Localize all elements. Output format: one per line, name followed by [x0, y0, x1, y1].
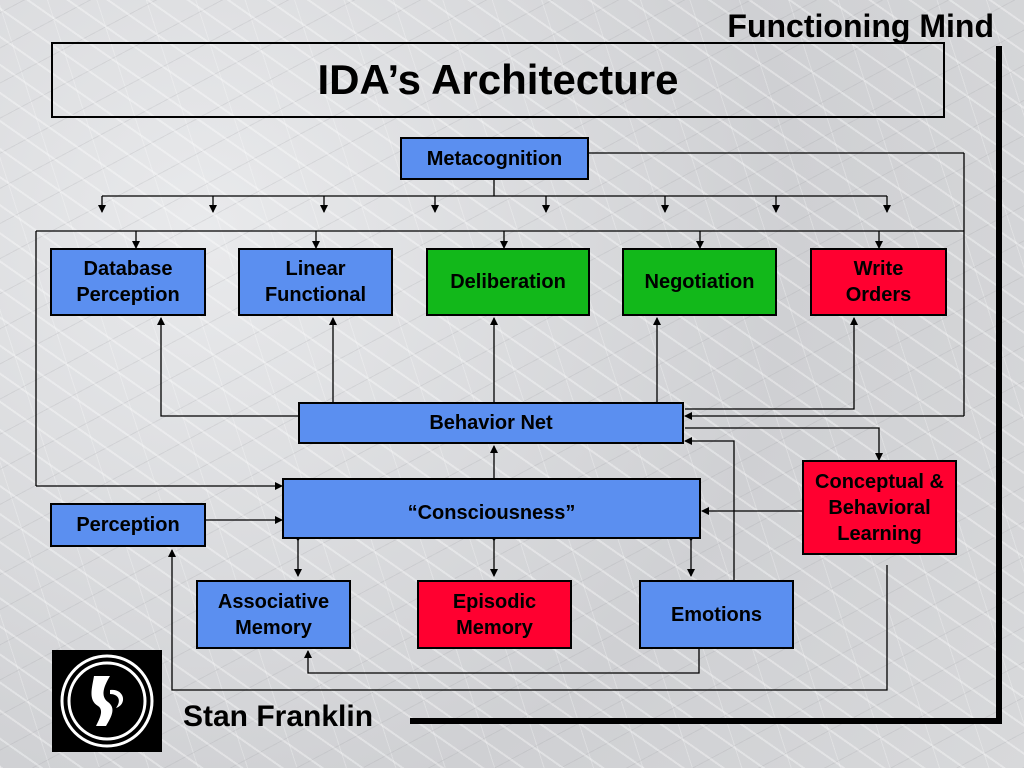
- title-box: IDA’s Architecture: [51, 42, 945, 118]
- edge-behavior-to-write-orders: [685, 317, 858, 410]
- frame-shadow-right: [996, 46, 1002, 724]
- edge-behavior-to-database: [157, 317, 300, 417]
- database-perception-label: Database Perception: [76, 258, 180, 306]
- associative-memory-label: Associative Memory: [217, 590, 330, 639]
- logo: [52, 650, 162, 752]
- write-orders-label: Write Orders: [845, 258, 912, 306]
- write-orders-node: Write Orders: [810, 248, 947, 316]
- negotiation-label: Negotiation: [644, 271, 755, 293]
- episodic-memory-node: Episodic Memory: [417, 580, 572, 649]
- behavior-net-label: Behavior Net: [429, 412, 553, 434]
- author-name: Stan Franklin: [183, 700, 374, 733]
- database-perception-node: Database Perception: [50, 248, 206, 316]
- frame-shadow-bottom: [410, 718, 1002, 724]
- consciousness-node: “Consciousness”: [282, 478, 701, 539]
- edge-emotions-to-behavior: [684, 437, 735, 580]
- emotions-label: Emotions: [670, 603, 763, 626]
- circle-logo-icon: [60, 654, 154, 748]
- perception-node: Perception: [50, 503, 206, 547]
- behavior-net-node: Behavior Net: [298, 402, 684, 444]
- linear-functional-label: Linear Functional: [264, 258, 367, 306]
- conceptual-learning-label: Conceptual & Behavioral Learning: [815, 470, 944, 545]
- episodic-memory-label: Episodic Memory: [452, 590, 537, 639]
- metacognition-node: Metacognition: [400, 137, 589, 180]
- edge-emotions-to-associative: [304, 649, 700, 674]
- consciousness-label: “Consciousness”: [407, 502, 576, 524]
- deliberation-label: Deliberation: [450, 271, 566, 293]
- page-title: IDA’s Architecture: [317, 56, 679, 103]
- associative-memory-node: Associative Memory: [196, 580, 351, 649]
- conceptual-learning-node: Conceptual & Behavioral Learning: [802, 460, 957, 555]
- negotiation-node: Negotiation: [622, 248, 777, 316]
- perception-label: Perception: [76, 514, 180, 536]
- edge-behavior-to-learning: [685, 427, 883, 461]
- emotions-node: Emotions: [639, 580, 794, 649]
- linear-functional-node: Linear Functional: [238, 248, 393, 316]
- header-label: Functioning Mind: [727, 8, 994, 44]
- edge-learning-to-perception: [168, 549, 888, 691]
- metacognition-label: Metacognition: [426, 147, 563, 170]
- deliberation-node: Deliberation: [426, 248, 590, 316]
